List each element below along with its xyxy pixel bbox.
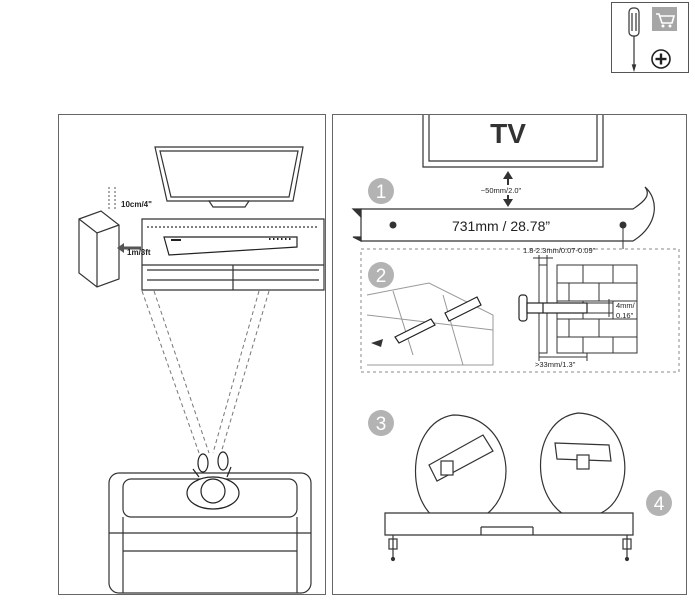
soundbar [163, 236, 298, 256]
step-1-number: 1 [376, 182, 387, 203]
step-2-box [360, 248, 680, 373]
shopping-cart-icon [652, 7, 677, 31]
mounting-diagram: TV ~50mm/2.0" 1 731mm / 28.78” 2 [351, 115, 680, 562]
placement-panel: 10cm/4" 1m/3ft [58, 114, 326, 595]
tv-label: TV [490, 118, 526, 149]
step-3-number: 3 [376, 414, 387, 435]
mounting-panel: TV ~50mm/2.0" 1 731mm / 28.78” 2 [332, 114, 687, 595]
mounting-screw [518, 294, 588, 322]
listener-distance-label: 1m/3ft [127, 248, 151, 257]
template-width-label: 731mm / 28.78” [452, 218, 550, 234]
phillips-head-icon [651, 49, 671, 69]
listening-cone [141, 290, 270, 454]
screw-length-label: >33mm/1.3" [535, 360, 576, 369]
step-4-circle [646, 490, 672, 516]
subwoofer [78, 210, 120, 288]
tv-outline [422, 115, 604, 168]
soundbar-back [384, 512, 634, 562]
zoom-bubble-left [415, 414, 507, 526]
step-2-number: 2 [376, 266, 387, 287]
step-3-circle [368, 410, 394, 436]
template-hole-right [619, 221, 627, 229]
sofa [108, 472, 312, 594]
insert-arrow [371, 339, 383, 347]
zoom-bubble-right [539, 412, 626, 521]
step-2-circle [368, 262, 394, 288]
template-hole-left [389, 221, 397, 229]
listener-figure [186, 451, 240, 510]
screw-diameter-label-2: 0.16" [616, 311, 634, 320]
side-distance-label: 10cm/4" [121, 200, 152, 209]
required-tools-box [611, 2, 689, 73]
gap-arrows [503, 171, 513, 207]
mounting-template [351, 186, 655, 242]
dimension-lines [533, 255, 613, 361]
screwdriver-icon [628, 7, 640, 73]
tools-svg [628, 7, 677, 73]
placement-diagram: 10cm/4" 1m/3ft [78, 146, 325, 594]
step-4-number: 4 [654, 494, 665, 515]
listener-distance-arrow [117, 243, 141, 253]
screw-diameter-label-1: 4mm/ [616, 301, 636, 310]
gap-label: ~50mm/2.0" [481, 186, 522, 195]
step-1-circle [368, 178, 394, 204]
tv-illustration [154, 146, 304, 208]
screw-and-plug [394, 296, 482, 344]
wall-thickness-label: 1.8-2.3mm/0.07-0.09" [523, 246, 596, 255]
